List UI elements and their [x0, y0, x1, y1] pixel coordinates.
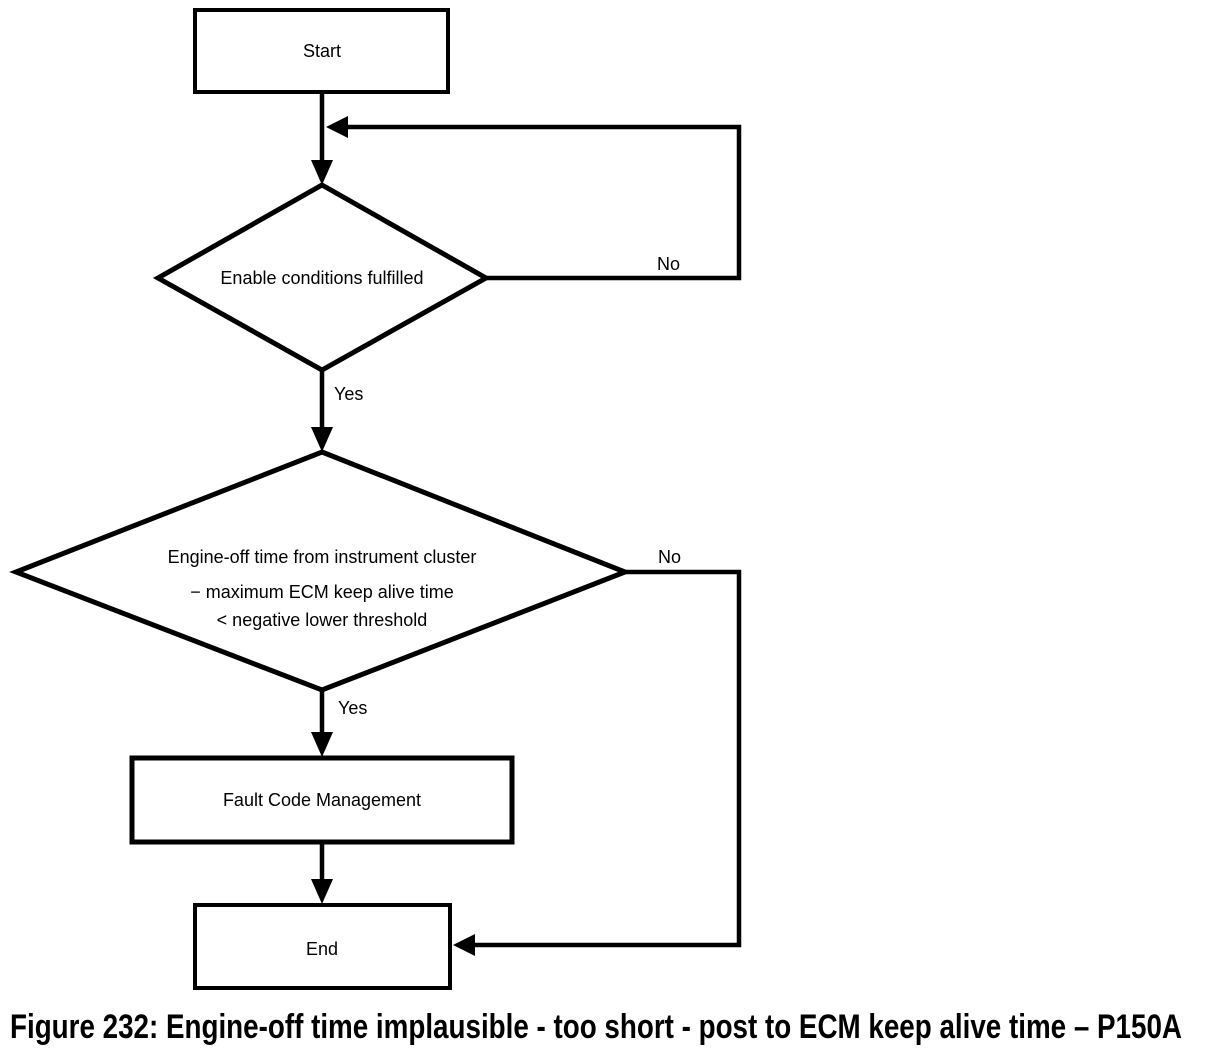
decision1-yes-label: Yes — [334, 384, 363, 404]
end-node-label: End — [306, 939, 338, 959]
arrowhead-into-end-right — [453, 934, 475, 956]
end-node — [193, 903, 452, 990]
fault-code-management-node — [129, 755, 515, 845]
decision2-yes-label: Yes — [338, 698, 367, 718]
arrowhead-into-fault-box — [311, 732, 333, 757]
arrowhead-into-decision2 — [311, 427, 333, 452]
start-node-label: Start — [303, 41, 341, 61]
arrowhead-into-decision1 — [311, 160, 333, 185]
decision1-node-label: Enable conditions fulfilled — [220, 268, 423, 288]
decision2-no-label: No — [658, 547, 681, 567]
decision2-node — [9, 449, 632, 693]
start-node — [193, 8, 450, 94]
arrowhead-no-loop-junction — [326, 116, 348, 138]
edge-decision2-no — [474, 569, 742, 948]
arrowhead-into-end-top — [311, 879, 333, 904]
decision1-node — [152, 182, 492, 373]
decision1-no-label: No — [657, 254, 680, 274]
figure-caption: Figure 232: Engine-off time implausible … — [10, 1008, 1182, 1046]
decision2-node-label-line1: Engine-off time from instrument cluster — [168, 547, 477, 567]
decision2-node-label-line3: < negative lower threshold — [217, 610, 428, 630]
fault-code-management-label: Fault Code Management — [223, 790, 421, 810]
decision2-node-label-line2: − maximum ECM keep alive time — [190, 582, 454, 602]
edge-decision1-no-loop — [348, 124, 742, 281]
